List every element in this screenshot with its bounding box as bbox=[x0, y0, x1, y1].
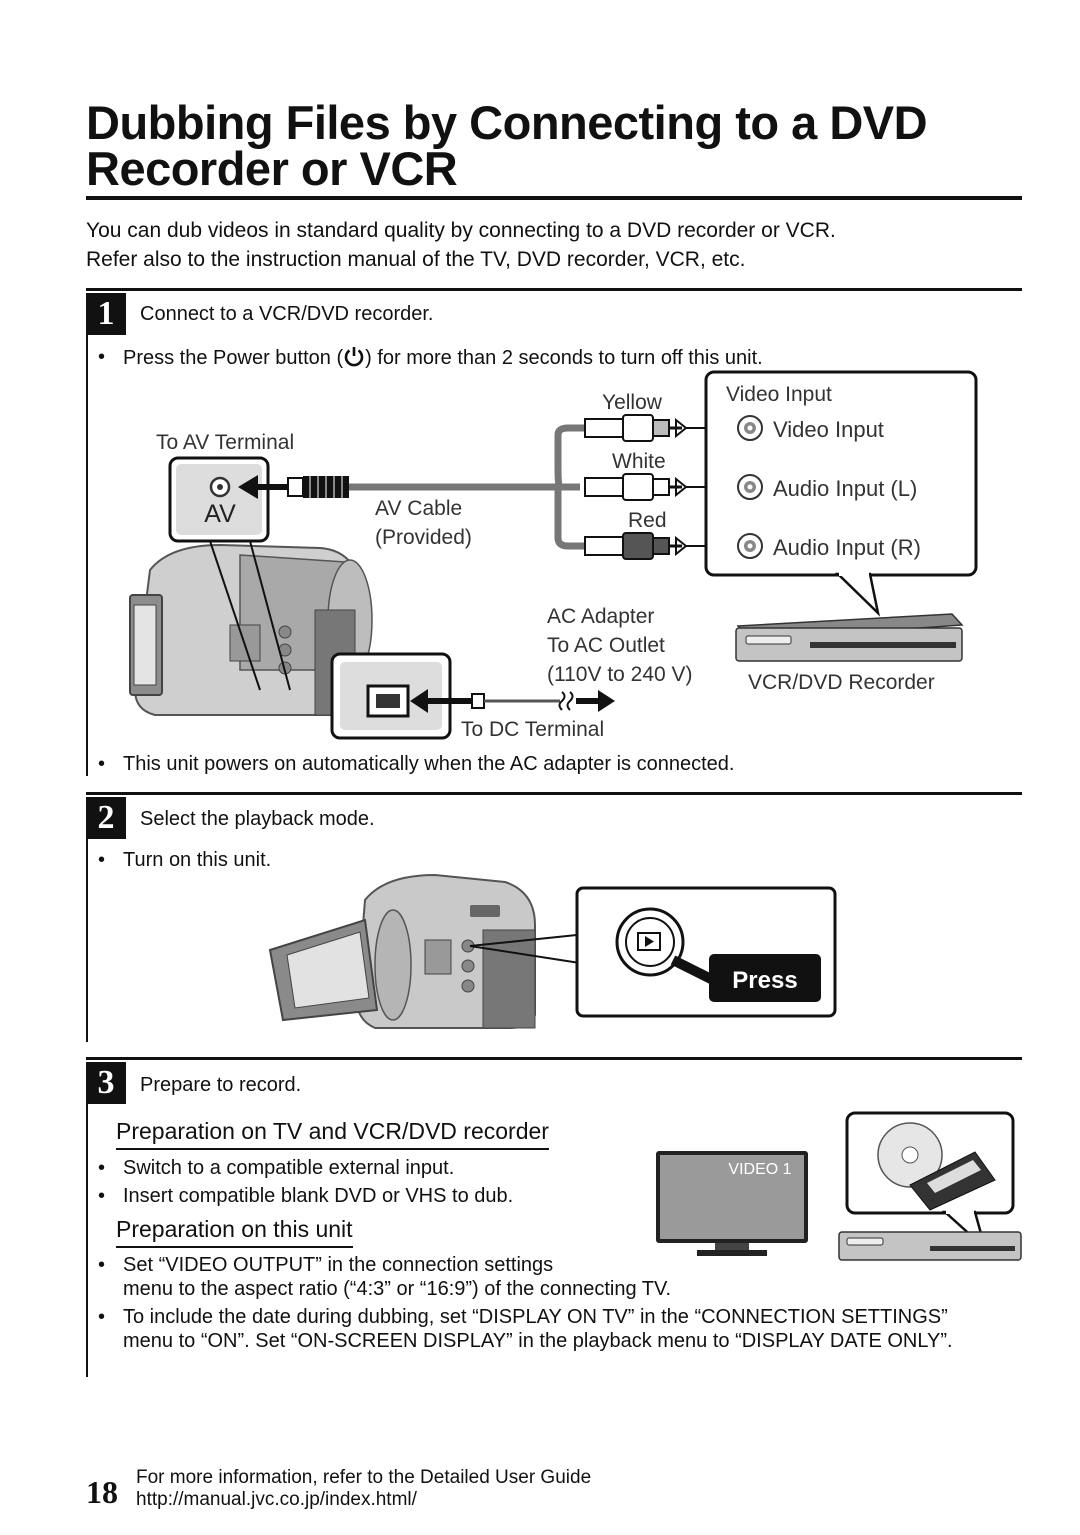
step1-bullet-power-on: • This unit powers on automatically when… bbox=[98, 752, 998, 776]
intro: You can dub videos in standard quality b… bbox=[86, 216, 1016, 274]
jack-icon bbox=[737, 415, 763, 559]
step3-bullet-insert: • Insert compatible blank DVD or VHS to … bbox=[98, 1184, 638, 1208]
label-vcr-dvd-recorder: VCR/DVD Recorder bbox=[748, 671, 935, 694]
footer-line-1: For more information, refer to the Detai… bbox=[136, 1467, 592, 1488]
bullet-dot: • bbox=[98, 849, 106, 871]
label-to-av-terminal: To AV Terminal bbox=[156, 431, 294, 454]
bullet-text-line2: menu to the aspect ratio (“4:3” or “16:9… bbox=[123, 1278, 672, 1300]
step3-heading: Prepare to record. bbox=[140, 1074, 302, 1096]
camcorder-illustration bbox=[129, 543, 373, 716]
label-av-cable: AV Cable bbox=[375, 497, 462, 520]
step1-bullet-power: • Press the Power button ( ) for more tha… bbox=[98, 345, 998, 373]
bullet-dot: • bbox=[98, 1185, 106, 1207]
bullet-text: Insert compatible blank DVD or VHS to du… bbox=[123, 1185, 514, 1207]
step3-bar bbox=[86, 1062, 88, 1377]
bullet-text: This unit powers on automatically when t… bbox=[123, 753, 735, 775]
label-video-input-title: Video Input bbox=[726, 383, 832, 406]
label-audio-input-r: Audio Input (R) bbox=[773, 535, 921, 560]
step3-bullet-date: • To include the date during dubbing, se… bbox=[98, 1305, 988, 1353]
intro-line-1: You can dub videos in standard quality b… bbox=[86, 219, 836, 242]
step2-rule bbox=[86, 792, 1022, 795]
label-red: Red bbox=[628, 509, 667, 532]
tv-illustration: VIDEO 1 bbox=[656, 1151, 808, 1256]
step2-bar bbox=[86, 797, 88, 1042]
bullet-text: Switch to a compatible external input. bbox=[123, 1157, 455, 1179]
label-yellow: Yellow bbox=[602, 391, 663, 414]
step1-number: 1 bbox=[86, 293, 126, 335]
page-title: Dubbing Files by Connecting to a DVD Rec… bbox=[86, 96, 928, 195]
bullet-dot: • bbox=[98, 753, 106, 775]
power-icon bbox=[343, 345, 365, 373]
rca-plug-yellow bbox=[584, 414, 734, 442]
step3-number: 3 bbox=[86, 1062, 126, 1104]
page-number: 18 bbox=[86, 1474, 118, 1510]
press-label: Press bbox=[732, 967, 797, 994]
power-text-before: Press the Power button ( bbox=[123, 347, 344, 369]
bullet-dot: • bbox=[98, 346, 106, 368]
vcr-illustration bbox=[735, 613, 964, 662]
dc-terminal-callout bbox=[330, 652, 615, 740]
av-label: AV bbox=[204, 500, 236, 528]
bullet-dot: • bbox=[98, 1157, 106, 1179]
label-video-input: Video Input bbox=[773, 417, 884, 442]
tv-label: VIDEO 1 bbox=[728, 1161, 791, 1178]
step3-bullet-video-output: • Set “VIDEO OUTPUT” in the connection s… bbox=[98, 1253, 998, 1301]
recorder-media-illustration bbox=[838, 1111, 1022, 1261]
rca-plug-white bbox=[584, 473, 734, 501]
playback-diagram: Press bbox=[268, 873, 837, 1029]
label-white: White bbox=[612, 450, 666, 473]
bullet-text: Turn on this unit. bbox=[123, 849, 272, 871]
subhead-this-unit: Preparation on this unit bbox=[116, 1216, 353, 1248]
label-to-ac-outlet: To AC Outlet bbox=[547, 634, 665, 657]
connection-diagram: AV bbox=[129, 370, 978, 741]
av-plug bbox=[238, 475, 349, 499]
label-audio-input-l: Audio Input (L) bbox=[773, 476, 917, 501]
label-to-dc-terminal: To DC Terminal bbox=[461, 718, 604, 741]
step3-bullet-switch: • Switch to a compatible external input. bbox=[98, 1156, 638, 1180]
av-terminal-callout: AV bbox=[168, 456, 291, 691]
label-voltage: (110V to 240 V) bbox=[547, 663, 693, 686]
video-input-panel bbox=[704, 370, 978, 617]
step2-number: 2 bbox=[86, 797, 126, 839]
title-rule bbox=[86, 196, 1022, 200]
step1-bar bbox=[86, 293, 88, 776]
power-text-after: ) for more than 2 seconds to turn off th… bbox=[365, 347, 763, 369]
play-icon bbox=[637, 932, 661, 951]
label-ac-adapter: AC Adapter bbox=[547, 605, 654, 628]
step1-rule bbox=[86, 288, 1022, 291]
label-provided: (Provided) bbox=[375, 526, 472, 549]
bullet-dot: • bbox=[98, 1306, 106, 1328]
footer: For more information, refer to the Detai… bbox=[136, 1467, 591, 1511]
subhead-tv-vcr: Preparation on TV and VCR/DVD recorder bbox=[116, 1118, 549, 1150]
step1-heading: Connect to a VCR/DVD recorder. bbox=[140, 303, 434, 325]
bullet-text-line1: Set “VIDEO OUTPUT” in the connection set… bbox=[123, 1254, 554, 1276]
footer-url[interactable]: http://manual.jvc.co.jp/index.html/ bbox=[136, 1489, 417, 1510]
intro-line-2: Refer also to the instruction manual of … bbox=[86, 248, 746, 271]
dvd-disc-icon bbox=[877, 1122, 943, 1188]
step3-rule bbox=[86, 1057, 1022, 1060]
bullet-text: To include the date during dubbing, set … bbox=[123, 1306, 953, 1352]
step2-heading: Select the playback mode. bbox=[140, 808, 375, 830]
step2-bullet: • Turn on this unit. bbox=[98, 848, 798, 872]
bullet-dot: • bbox=[98, 1254, 106, 1276]
camcorder-open-illustration bbox=[268, 873, 536, 1029]
vhs-tape-icon bbox=[909, 1151, 996, 1211]
